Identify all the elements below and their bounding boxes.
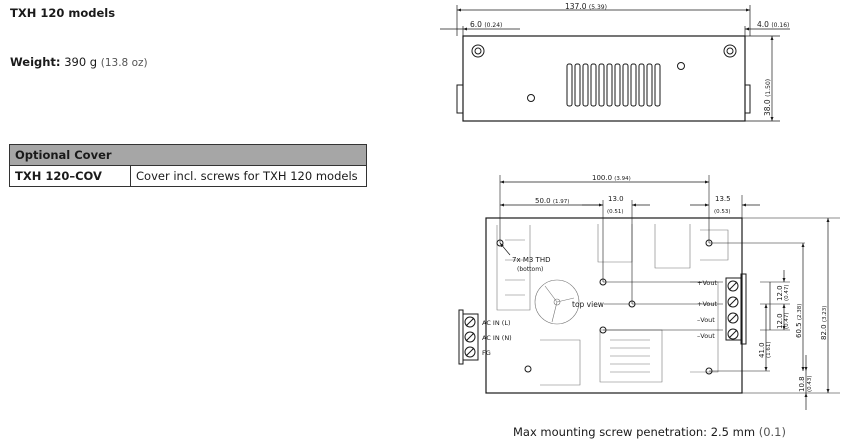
weight-value: 390 g xyxy=(64,55,98,69)
terminal-ac-n: AC IN (N) xyxy=(482,334,512,342)
terminal-vout-1: +Vout xyxy=(697,279,717,287)
cover-description: Cover incl. screws for TXH 120 models xyxy=(130,165,367,187)
side-view xyxy=(440,5,790,122)
side-height-dim: 38.0 (1.50) xyxy=(763,79,772,116)
page-title: TXH 120 models xyxy=(10,6,116,20)
optional-cover-table: Optional Cover TXH 120–COV Cover incl. s… xyxy=(9,144,367,187)
side-left-dim: 6.0 (0.24) xyxy=(470,20,502,29)
terminal-vout-3: –Vout xyxy=(697,316,715,324)
terminal-ac-l: AC IN (L) xyxy=(482,319,510,327)
output-terminal-block xyxy=(725,273,747,345)
cover-table-header: Optional Cover xyxy=(9,144,367,166)
note-unit: (0.1) xyxy=(758,425,786,439)
terminal-vout-2: +Vout xyxy=(697,300,717,308)
dim-12a-in: (0.47) xyxy=(784,284,790,301)
cover-model: TXH 120–COV xyxy=(9,165,131,187)
terminal-vout-4: –Vout xyxy=(697,332,715,340)
screw-penetration-note: Max mounting screw penetration: 2.5 mm (… xyxy=(513,425,786,439)
pcb-details xyxy=(496,224,729,386)
terminal-fg: FG xyxy=(482,349,491,357)
dim-108: 10.8 xyxy=(798,376,806,392)
dim-100: 100.0 (3.94) xyxy=(592,174,631,182)
side-width-dim: 137.0 (5.39) xyxy=(565,2,607,11)
weight-imperial: (13.8 oz) xyxy=(100,57,148,69)
dim-12b-in: (0.47) xyxy=(784,312,790,329)
dim-108-in: (0.43) xyxy=(807,375,813,392)
weight-label: Weight: xyxy=(10,55,61,69)
dim-135: 13.5 xyxy=(715,195,731,203)
dim-41-in: (1.61) xyxy=(766,341,772,358)
dim-13-in: (0.51) xyxy=(607,209,624,215)
dim-135-in: (0.53) xyxy=(714,209,731,215)
top-view xyxy=(458,175,840,410)
weight-spec: Weight: 390 g (13.8 oz) xyxy=(10,55,148,69)
vent-slots xyxy=(566,63,661,107)
dim-605: 60.5 (2.38) xyxy=(795,304,803,338)
dim-41: 41.0 xyxy=(758,342,766,358)
dim-82: 82.0 (3.23) xyxy=(820,306,828,340)
input-terminal-block xyxy=(458,309,479,365)
top-view-label: top view xyxy=(572,300,604,309)
hole-note: 7x M3 THD xyxy=(512,256,550,264)
note-text: Max mounting screw penetration: 2.5 mm xyxy=(513,425,756,439)
side-right-dim: 4.0 (0.16) xyxy=(757,20,789,29)
hole-note-sub: (bottom) xyxy=(517,266,543,273)
dim-13: 13.0 xyxy=(608,195,624,203)
table-row: TXH 120–COV Cover incl. screws for TXH 1… xyxy=(9,165,367,187)
dim-12a: 12.0 xyxy=(776,285,784,301)
dim-12b: 12.0 xyxy=(776,313,784,329)
dim-50: 50.0 (1.97) xyxy=(535,197,569,205)
